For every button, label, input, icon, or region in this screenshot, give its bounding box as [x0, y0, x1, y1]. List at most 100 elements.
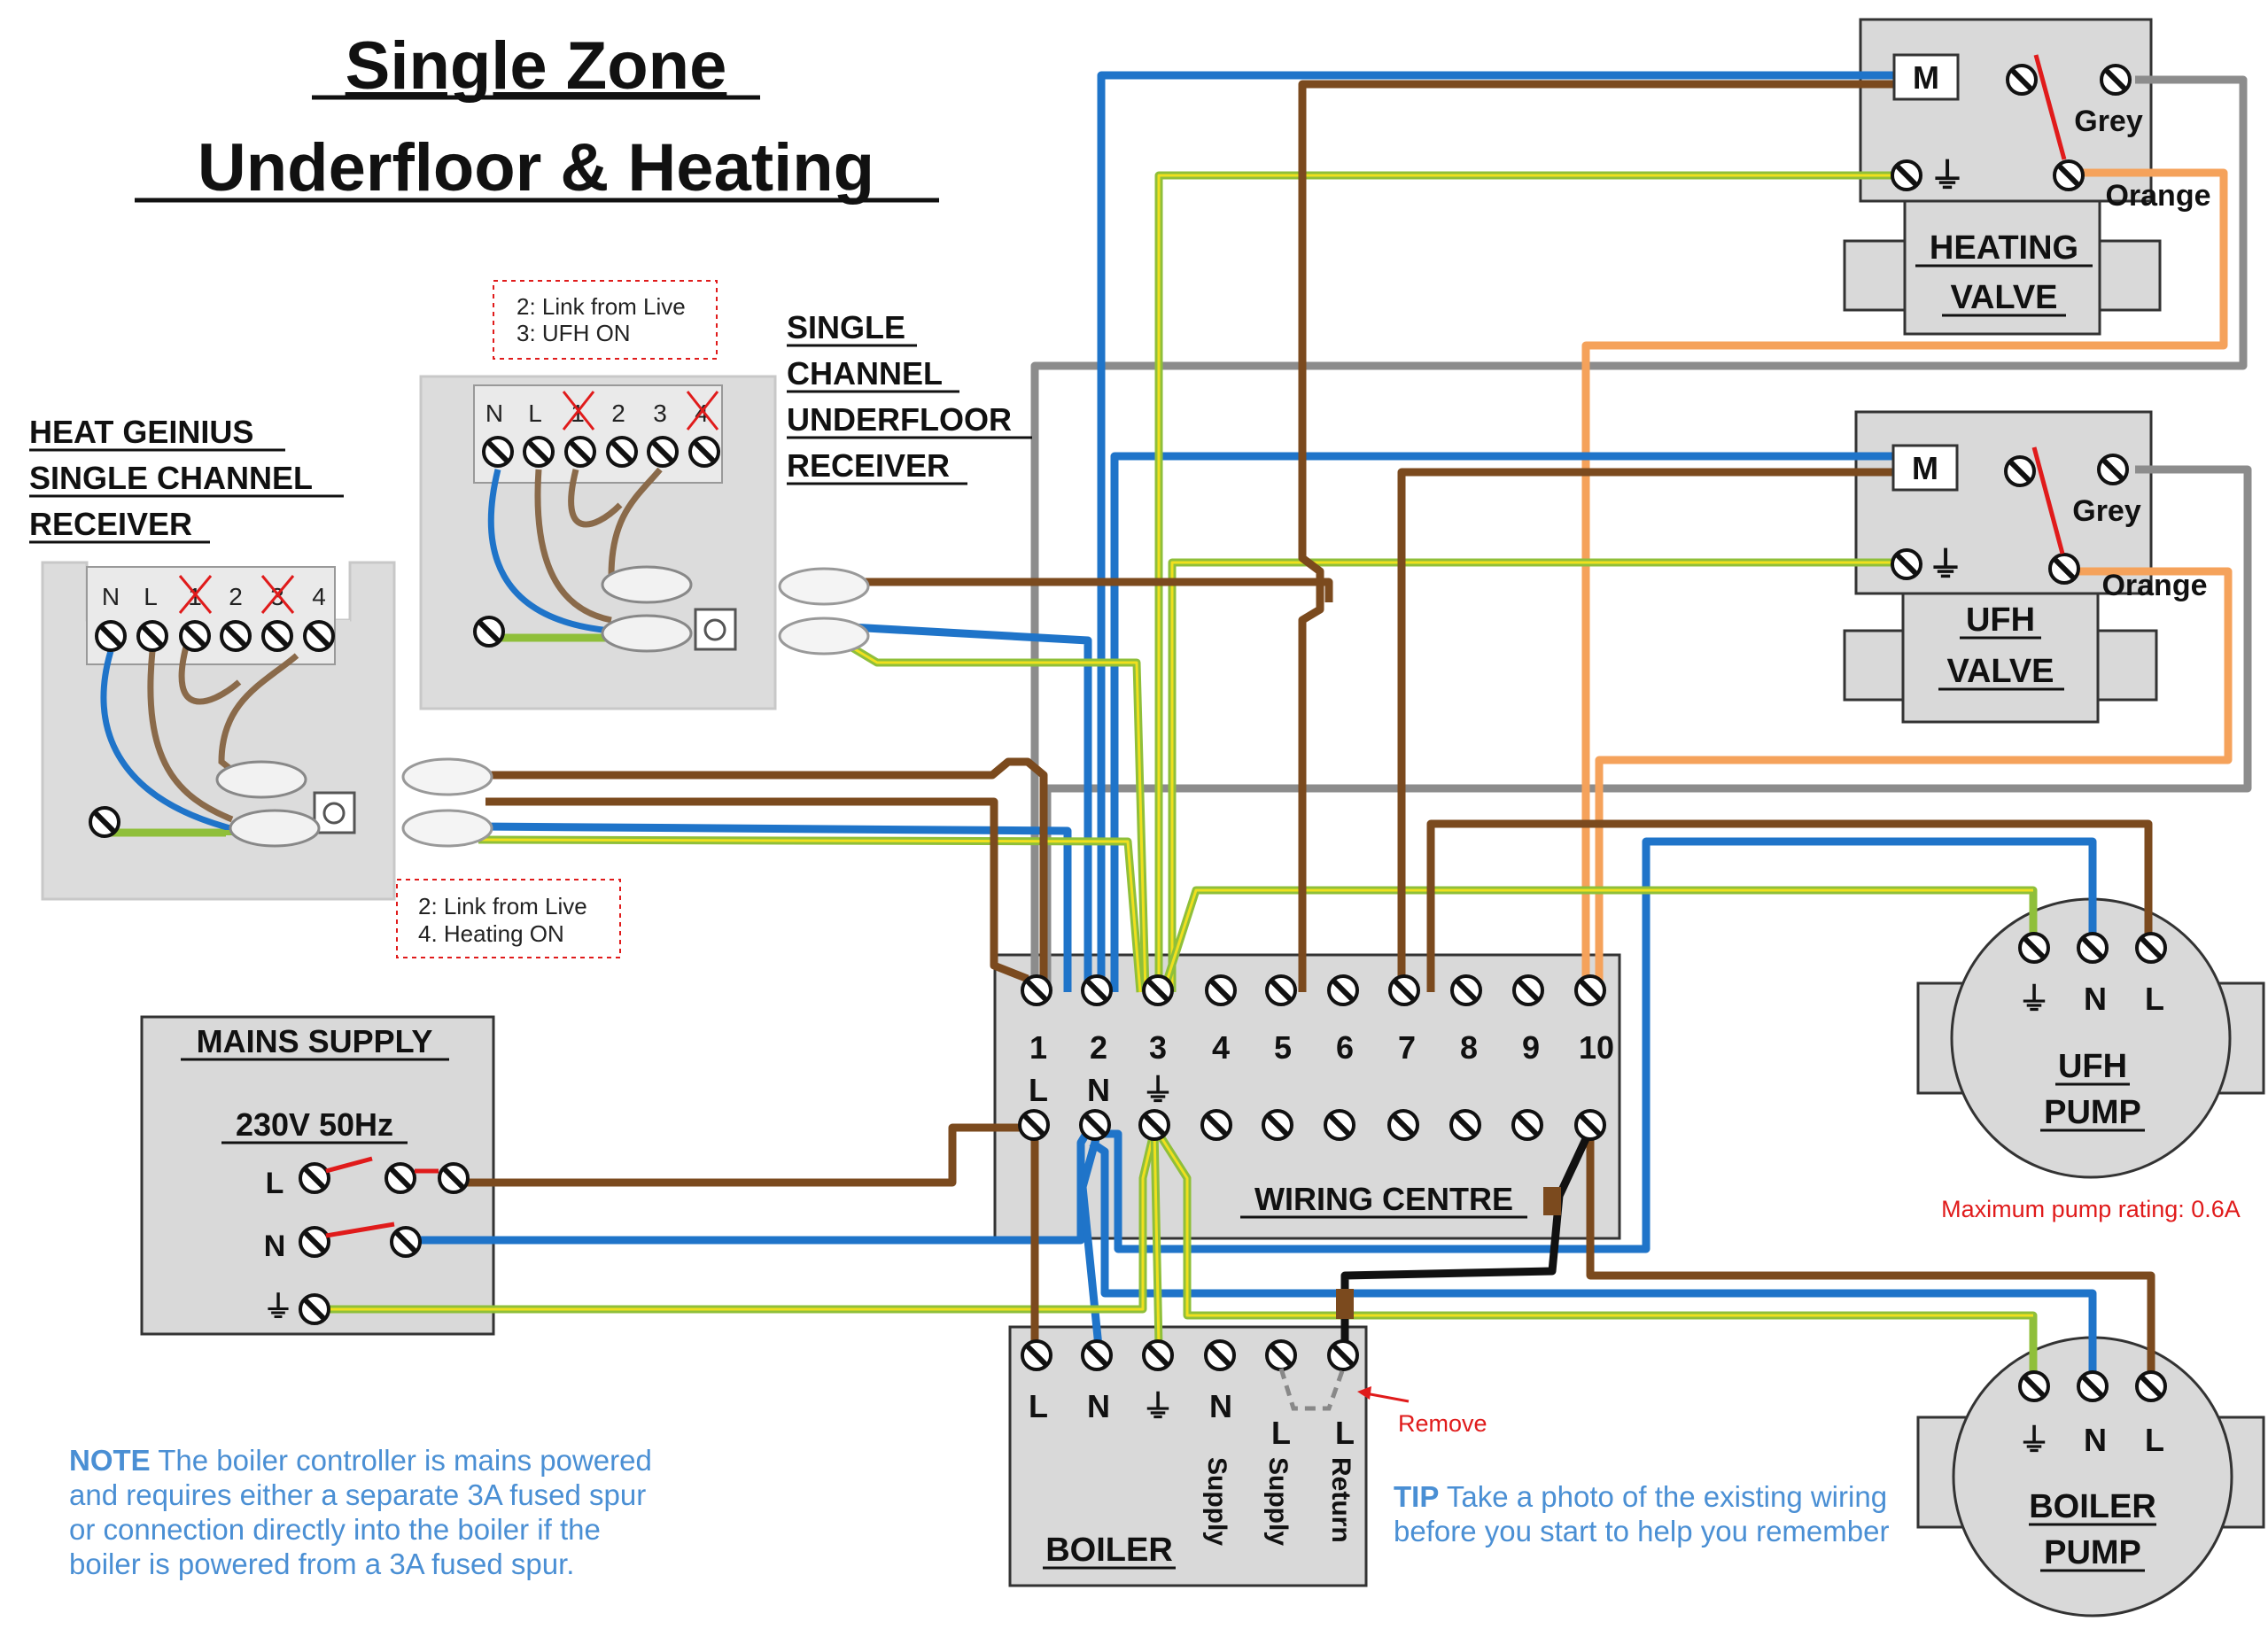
wc-num-4: 4	[1212, 1029, 1230, 1066]
ufh-valve-label-1: UFH	[1966, 601, 2035, 639]
ufr-label-1: SINGLE	[787, 309, 905, 345]
boiler-box	[1008, 1325, 1368, 1587]
note-line-4: boiler is powered from a 3A fused spur.	[69, 1548, 574, 1580]
tip-block: TIP Take a photo of the existing wiring …	[1394, 1480, 1889, 1548]
ufh-valve-box	[1843, 410, 2158, 724]
heat-genius-label-1: HEAT GEINIUS	[29, 414, 253, 450]
wc-sub-l: L	[1029, 1072, 1048, 1108]
wc-num-1: 1	[1029, 1029, 1047, 1066]
uf-term-n: N	[485, 399, 503, 427]
ufr-label-4: RECEIVER	[787, 447, 950, 484]
underfloor-receiver	[419, 375, 777, 710]
wc-num-2: 2	[1090, 1029, 1107, 1066]
remove-label: Remove	[1398, 1410, 1487, 1437]
hg-term-4: 4	[312, 583, 326, 610]
boiler-term-l-supply: L	[1271, 1415, 1291, 1451]
hg-term-l: L	[144, 583, 158, 610]
title-line-2: Underfloor & Heating	[198, 130, 874, 206]
underfloor-internal-wiring	[485, 467, 870, 655]
ufr-label-3: UNDERFLOOR	[787, 401, 1012, 438]
boiler-pump-body	[1916, 1336, 2265, 1617]
heating-valve-label-2: VALVE	[1950, 279, 2057, 316]
note-line-3: or connection directly into the boiler i…	[69, 1513, 601, 1546]
heating-valve-grey: Grey	[2074, 105, 2143, 138]
mains-supply: MAINS SUPPLY 230V 50Hz L N ⏚	[181, 1023, 468, 1324]
heat-genius-label-2: SINGLE CHANNEL	[29, 460, 313, 496]
heating-valve-earth: ⏚	[1930, 157, 1965, 196]
note-line-2: and requires either a separate 3A fused …	[69, 1478, 646, 1511]
boiler-pump-label-1: BOILER	[2029, 1488, 2156, 1525]
mains-earth-label: ⏚	[263, 1291, 293, 1324]
uf-cross-1	[562, 391, 595, 431]
ufh-valve-label-2: VALVE	[1946, 653, 2054, 690]
wc-num-3: 3	[1149, 1029, 1167, 1066]
wc-num-9: 9	[1522, 1029, 1540, 1066]
boiler: L N ⏚ N L L Supply Supply Return BOILER …	[1022, 1341, 1487, 1570]
ufh-pump-label-2: PUMP	[2044, 1094, 2141, 1131]
boiler-pump-label-2: PUMP	[2044, 1534, 2141, 1571]
ufr-label-2: CHANNEL	[787, 355, 943, 392]
wc-num-6: 6	[1336, 1029, 1354, 1066]
boiler-vlabel-1: Supply	[1202, 1457, 1231, 1546]
ufh-valve: M ⏚ Grey Orange UFH VALVE	[1892, 444, 2208, 691]
heat-genius-label: HEAT GEINIUS SINGLE CHANNEL RECEIVER	[29, 414, 344, 544]
underfloor-receiver-label: SINGLE CHANNEL UNDERFLOOR RECEIVER	[787, 309, 1032, 485]
heating-valve: M ⏚ Grey Orange HEATING VALVE	[1892, 53, 2211, 317]
title-line-1: Single Zone	[346, 28, 727, 104]
uf-term-3: 3	[653, 399, 667, 427]
uf-term-l: L	[528, 399, 542, 427]
heating-valve-orange: Orange	[2105, 179, 2210, 213]
ufh-note-line-1: 2: Link from Live	[517, 293, 686, 320]
ufh-pump-n: N	[2084, 981, 2107, 1017]
heat-genius-terminals: N L 1 2 3 4	[90, 575, 333, 836]
ufh-pump-body	[1916, 897, 2265, 1179]
ufh-valve-grey: Grey	[2072, 494, 2141, 528]
mains-n-label: N	[264, 1230, 286, 1263]
boiler-term-n-supply: N	[1209, 1388, 1232, 1424]
wires	[102, 71, 2252, 1386]
tip-head: TIP	[1394, 1480, 1439, 1513]
heat-genius-internal-wiring	[100, 646, 493, 848]
note-block: NOTE The boiler controller is mains powe…	[69, 1444, 652, 1580]
heat-genius-label-3: RECEIVER	[29, 506, 192, 542]
boiler-vlabel-3: Return	[1326, 1457, 1355, 1543]
boiler-term-l: L	[1029, 1388, 1048, 1424]
boiler-pump-l: L	[2145, 1422, 2164, 1458]
boiler-term-earth: ⏚	[1142, 1388, 1174, 1424]
ufh-valve-earth: ⏚	[1928, 546, 1963, 585]
uf-term-2: 2	[611, 399, 625, 427]
ufh-valve-motor: M	[1912, 450, 1938, 486]
boiler-vlabel-2: Supply	[1263, 1457, 1293, 1546]
ufh-receiver-note: 2: Link from Live 3: UFH ON	[493, 280, 718, 360]
boiler-term-n: N	[1087, 1388, 1110, 1424]
heat-genius-receiver	[41, 561, 396, 901]
wiring-centre-label: WIRING CENTRE	[1254, 1181, 1513, 1217]
boiler-pump-earth: ⏚	[2018, 1422, 2050, 1458]
wc-num-8: 8	[1460, 1029, 1478, 1066]
boiler-pump: ⏚ N L BOILER PUMP	[2018, 1372, 2165, 1572]
uf-cross-4	[686, 391, 719, 431]
ufh-pump-earth: ⏚	[2018, 981, 2050, 1017]
mains-l-label: L	[266, 1167, 284, 1200]
mains-title: MAINS SUPPLY	[197, 1023, 433, 1059]
mains-voltage: 230V 50Hz	[236, 1106, 393, 1143]
heating-note-line-2: 4. Heating ON	[418, 920, 564, 947]
boiler-term-l-return: L	[1335, 1415, 1355, 1451]
note-text-1: The boiler controller is mains powered	[151, 1444, 652, 1477]
ufh-note-line-2: 3: UFH ON	[517, 320, 631, 346]
ufh-valve-orange: Orange	[2101, 569, 2207, 602]
heating-valve-motor: M	[1913, 59, 1939, 96]
wiring-centre: 1 2 3 4 5 6 7 8 9 10 L N ⏚ WIRING CENTRE	[1020, 976, 1614, 1219]
tip-line-2: before you start to help you remember	[1394, 1515, 1889, 1548]
wc-sub-earth: ⏚	[1142, 1072, 1174, 1108]
wc-num-5: 5	[1274, 1029, 1292, 1066]
hg-term-2: 2	[229, 583, 243, 610]
wc-sub-n: N	[1087, 1072, 1110, 1108]
ufh-pump-l: L	[2145, 981, 2164, 1017]
wc-num-7: 7	[1398, 1029, 1416, 1066]
tip-text-1: Take a photo of the existing wiring	[1439, 1480, 1887, 1513]
hg-cross-1	[178, 575, 213, 614]
underfloor-terminals: N L 1 2 3 4	[475, 391, 719, 646]
heating-valve-label-1: HEATING	[1930, 229, 2078, 267]
